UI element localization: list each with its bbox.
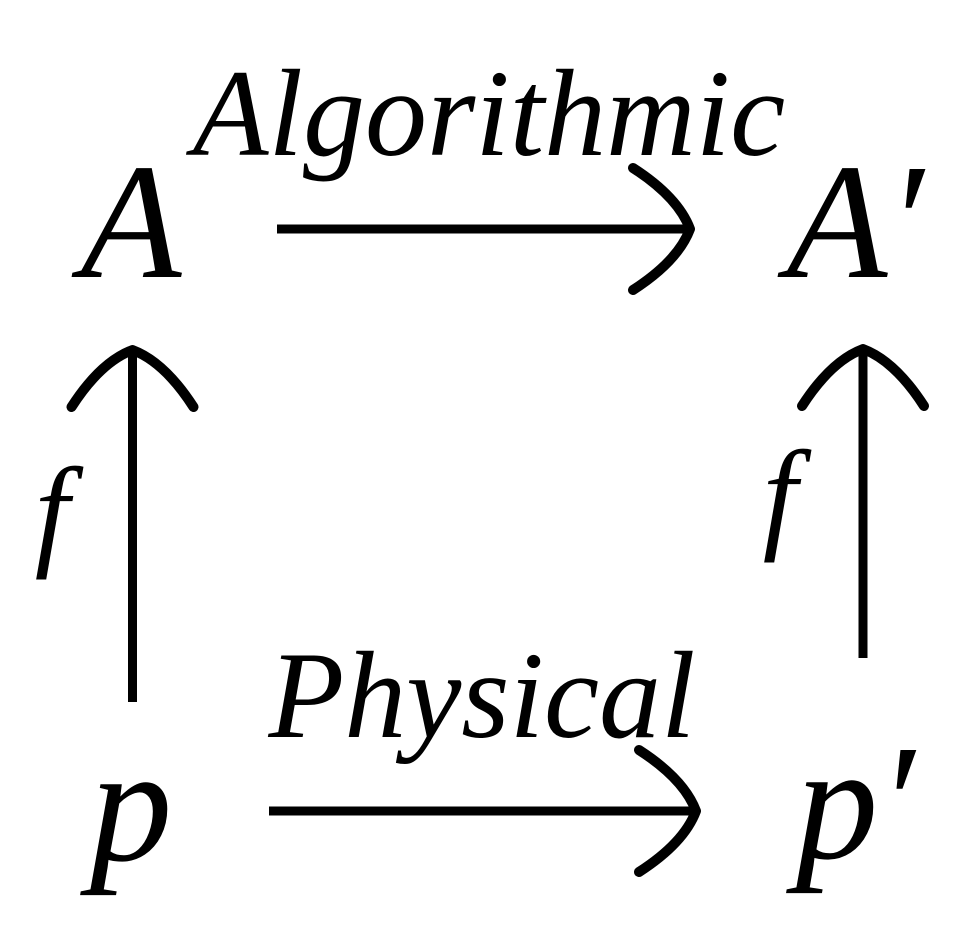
top-edge-label: Algorithmic [186,45,785,182]
arrows-layer [66,163,929,877]
algorithmic-arrow-head [628,163,695,295]
right-f-arrow [797,344,929,658]
right-edge-label: f [763,426,812,563]
node-top-right: A′ [777,130,927,313]
physical-arrow [269,745,701,877]
node-bottom-left: p [80,713,173,896]
left-f-arrow-head [66,345,199,412]
node-top-left: A [71,130,183,313]
left-edge-label: f [35,443,84,580]
bottom-edge-label: Physical [268,627,696,764]
algorithmic-arrow [277,163,695,295]
left-f-arrow [66,345,199,702]
right-f-arrow-head [797,344,929,411]
physical-arrow-head [634,745,701,877]
node-bottom-right: p′ [786,711,918,894]
